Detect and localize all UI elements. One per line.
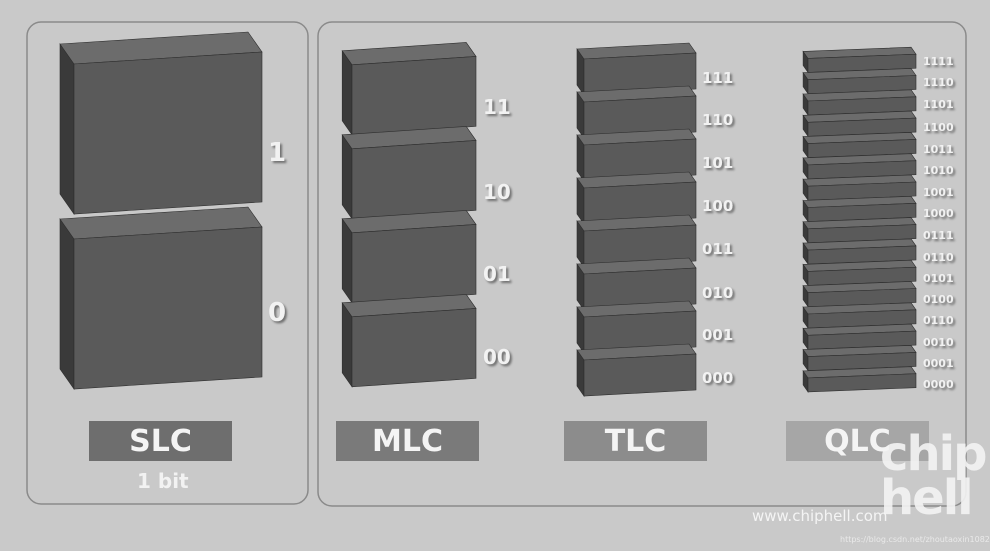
tlc-state-label: 100 (702, 197, 734, 215)
mlc-cell-front (351, 140, 477, 220)
slc-cell-side (59, 218, 75, 390)
qlc-cell-front (807, 330, 917, 350)
mlc-cell-front (351, 224, 477, 304)
qlc-cell-front (807, 202, 917, 222)
watermark-site: www.chiphell.com (752, 507, 888, 525)
slc-cell-front (73, 226, 263, 390)
qlc-cell-front (807, 352, 917, 371)
cell-blocks (59, 31, 917, 397)
tlc-state-label: 101 (702, 154, 734, 172)
qlc-cell-front (807, 266, 917, 286)
qlc-state-label: 1000 (923, 207, 954, 220)
slc-state-label: 0 (268, 298, 287, 328)
qlc-cell-front (807, 373, 917, 393)
qlc-state-label: 1100 (923, 121, 954, 134)
tlc-cell-front (583, 224, 697, 268)
mlc-cell-side (341, 49, 353, 136)
tlc-state-label: 000 (702, 369, 734, 387)
slc-cell-front (73, 51, 263, 215)
qlc-state-label: 0001 (923, 357, 954, 370)
tlc-state-label: 010 (702, 284, 734, 302)
qlc-cell-front (807, 53, 917, 73)
tlc-cell-front (583, 138, 697, 182)
qlc-state-label: 1001 (923, 186, 954, 199)
mlc-label: MLC (336, 421, 479, 461)
qlc-state-label: 1010 (923, 164, 954, 177)
qlc-state-label: 0010 (923, 336, 954, 349)
tlc-cell-front (583, 267, 697, 311)
qlc-label: QLC (786, 421, 929, 461)
mlc-cell-front (351, 56, 477, 136)
slc-panel (26, 21, 309, 505)
qlc-state-label: 0110 (923, 314, 954, 327)
slc-state-label: 1 (268, 138, 287, 168)
tlc-cell-front (583, 52, 697, 96)
mlc-state-label: 00 (483, 345, 511, 369)
qlc-state-label: 1101 (923, 98, 954, 111)
qlc-cell-front (807, 224, 917, 244)
qlc-cell-front (807, 309, 917, 329)
mlc-state-label: 01 (483, 262, 511, 286)
watermark-url: https://blog.csdn.net/zhoutaoxin1082 (840, 535, 990, 544)
qlc-cell-front (807, 96, 917, 116)
slc-cell-side (59, 43, 75, 215)
qlc-cell-front (807, 160, 917, 180)
mlc-cell-side (341, 301, 353, 388)
qlc-state-label: 0000 (923, 378, 954, 391)
mlc-state-label: 11 (483, 95, 511, 119)
qlc-state-label: 1111 (923, 55, 954, 68)
mlc-cell-side (341, 217, 353, 304)
mlc-cell-side (341, 133, 353, 220)
tlc-cell-front (583, 95, 697, 139)
multi-level-panel (317, 21, 967, 507)
tlc-cell-front (583, 310, 697, 354)
tlc-state-label: 011 (702, 240, 734, 258)
qlc-state-label: 0111 (923, 229, 954, 242)
tlc-state-label: 001 (702, 326, 734, 344)
qlc-cell-front (807, 245, 917, 265)
tlc-label: TLC (564, 421, 707, 461)
qlc-cell-front (807, 75, 917, 95)
qlc-cell-front (807, 139, 917, 158)
tlc-cell-front (583, 181, 697, 225)
watermark-logo: chip hell (880, 426, 987, 526)
qlc-cell-front (807, 181, 917, 201)
mlc-cell-front (351, 308, 477, 388)
qlc-state-label: 0100 (923, 293, 954, 306)
qlc-state-label: 1110 (923, 76, 954, 89)
slc-sublabel: 1 bit (137, 469, 189, 493)
tlc-state-label: 110 (702, 111, 734, 129)
slc-label: SLC (89, 421, 232, 461)
qlc-cell-front (807, 117, 917, 137)
tlc-state-label: 111 (702, 69, 734, 87)
mlc-state-label: 10 (483, 180, 511, 204)
qlc-state-label: 0110 (923, 251, 954, 264)
qlc-state-label: 1011 (923, 143, 954, 156)
qlc-state-label: 0101 (923, 272, 954, 285)
tlc-cell-front (583, 353, 697, 397)
qlc-cell-front (807, 288, 917, 308)
